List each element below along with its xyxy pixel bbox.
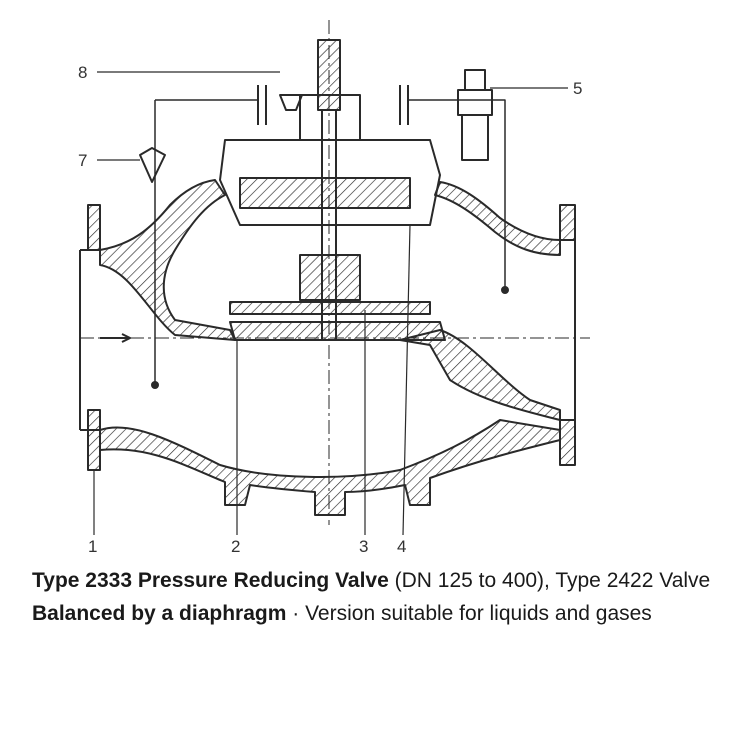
diaphragm-plate	[239, 177, 411, 209]
tap-point-right	[501, 286, 509, 294]
valve-sectional-drawing: 1 2 3 4 5 7 8	[78, 20, 590, 556]
needle-valve-5	[457, 69, 493, 161]
valve-body-lower	[99, 329, 561, 516]
callout-5: 5	[573, 79, 582, 98]
caption-subtitle-detail: · Version suitable for liquids and gases	[286, 602, 652, 625]
callout-2: 2	[231, 537, 240, 556]
callout-8: 8	[78, 63, 87, 82]
caption-line-2: Balanced by a diaphragm · Version suitab…	[32, 600, 732, 627]
spring	[299, 254, 361, 301]
control-line-right	[408, 99, 506, 290]
callout-7: 7	[78, 151, 87, 170]
pilot-block	[299, 94, 361, 141]
callout-1: 1	[88, 537, 97, 556]
fitting-left	[257, 85, 409, 125]
valve-stem	[321, 110, 337, 340]
caption-subtitle: Balanced by a diaphragm	[32, 602, 287, 625]
valve-body-upper	[99, 179, 236, 341]
flow-arrow	[100, 333, 133, 343]
callout-3: 3	[359, 537, 368, 556]
leader-4	[402, 224, 411, 536]
inlet-flange-face	[79, 249, 100, 431]
outlet-flange	[559, 204, 576, 466]
filter-8	[279, 94, 303, 111]
fitting-7	[139, 147, 166, 183]
valve-plug	[229, 301, 431, 315]
callout-4: 4	[397, 537, 406, 556]
diaphragm-housing	[219, 139, 441, 226]
caption-line-1: Type 2333 Pressure Reducing Valve (DN 12…	[32, 567, 732, 594]
valve-seat	[229, 321, 446, 341]
caption-title: Type 2333 Pressure Reducing Valve	[32, 569, 389, 592]
tap-point-left	[151, 381, 159, 389]
valve-body-upper-right	[434, 181, 561, 256]
caption-title-detail: (DN 125 to 400), Type 2422 Valve	[388, 569, 711, 592]
